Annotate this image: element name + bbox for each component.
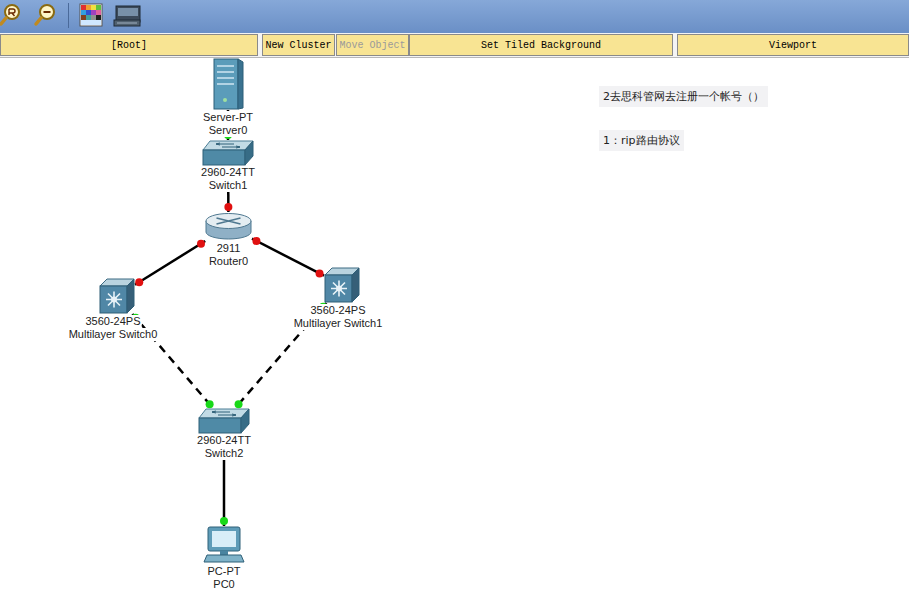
- device-model: 3560-24PS: [309, 304, 366, 317]
- note-text: 2去思科管网去注册一个帐号（）: [599, 86, 768, 107]
- network-device: Server-PTServer0: [212, 58, 244, 110]
- button-label: Set Tiled Background: [481, 40, 601, 51]
- straight-cable: [252, 239, 324, 276]
- device-name: Server0: [208, 124, 249, 137]
- device-label: 3560-24PSMultilayer Switch1: [293, 304, 384, 330]
- device-name: Switch1: [208, 179, 249, 192]
- device-name: Multilayer Switch0: [68, 328, 159, 341]
- network-device: 2960-24TTSwitch2: [198, 408, 250, 434]
- link-light: [197, 240, 205, 248]
- toolbar-button: Viewport: [677, 34, 909, 56]
- switch-icon: [202, 140, 254, 166]
- link-light: [235, 400, 243, 408]
- device-name: PC0: [212, 578, 235, 591]
- network-device: 2911Router0: [205, 212, 252, 241]
- device-label: PC-PTPC0: [207, 565, 242, 591]
- button-label: New Cluster: [265, 40, 331, 51]
- device-name: Multilayer Switch1: [293, 317, 384, 330]
- device-model: Server-PT: [202, 111, 254, 124]
- device-label: Server-PTServer0: [202, 111, 254, 137]
- bar-divider: [0, 57, 909, 58]
- toolbar-button: New Cluster: [262, 34, 335, 56]
- network-device: 3560-24PSMultilayer Switch0: [99, 278, 135, 314]
- link-light: [224, 203, 232, 211]
- device-name: Switch2: [204, 447, 245, 460]
- palette-icon: [80, 4, 102, 26]
- toolbar-button: Set Tiled Background: [409, 34, 673, 56]
- device-dialog-icon: [114, 6, 140, 26]
- button-label: Viewport: [769, 40, 817, 51]
- toolbar-separator: [68, 3, 69, 28]
- straight-cable: [135, 241, 205, 285]
- network-device: PC-PTPC0: [203, 526, 245, 564]
- button-label: [Root]: [111, 40, 147, 51]
- server-icon: [212, 58, 244, 110]
- mls-icon: [324, 267, 360, 303]
- device-label: 2960-24TTSwitch1: [200, 166, 256, 192]
- device-label: 3560-24PSMultilayer Switch0: [68, 315, 159, 341]
- device-label: 2960-24TTSwitch2: [196, 434, 252, 460]
- mls-icon: [99, 278, 135, 314]
- device-model: 2911: [216, 242, 242, 255]
- zoom-in-icon: [1, 5, 19, 24]
- device-model: 2960-24TT: [200, 166, 256, 179]
- device-label: 2911Router0: [208, 242, 249, 268]
- pc-icon: [203, 526, 245, 564]
- link-light: [316, 269, 324, 277]
- zoom-out-icon: [36, 5, 54, 24]
- toolbar-button: Move Object: [336, 34, 409, 56]
- device-model: PC-PT: [207, 565, 242, 578]
- device-name: Router0: [208, 255, 249, 268]
- network-device: 3560-24PSMultilayer Switch1: [324, 267, 360, 303]
- link-light: [135, 278, 143, 286]
- device-model: 3560-24PS: [84, 315, 141, 328]
- link-light: [252, 237, 260, 245]
- network-device: 2960-24TTSwitch1: [202, 140, 254, 166]
- router-icon: [205, 212, 252, 241]
- note-text: 1：rip路由协议: [599, 130, 684, 151]
- button-label: Move Object: [339, 40, 405, 51]
- link-light: [220, 517, 228, 525]
- workspace-bar: [0, 33, 909, 58]
- main-toolbar: [0, 0, 909, 33]
- link-light: [206, 400, 214, 408]
- device-model: 2960-24TT: [196, 434, 252, 447]
- toolbar-button: [Root]: [0, 34, 258, 56]
- switch-icon: [198, 408, 250, 434]
